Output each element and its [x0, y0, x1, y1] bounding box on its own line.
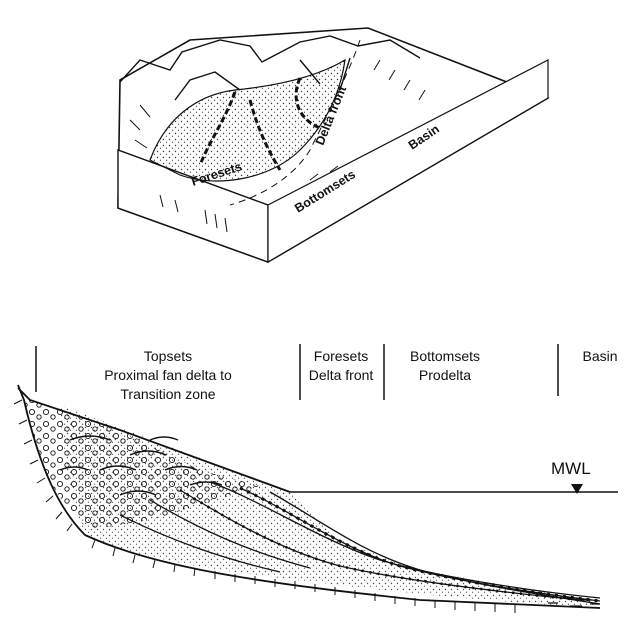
zone-topsets-line2: Proximal fan delta to	[104, 367, 232, 383]
mwl-label: MWL	[551, 459, 591, 478]
zone-foresets-line1: Foresets	[314, 348, 368, 364]
fan-body-stipple	[60, 405, 600, 608]
zone-basin-line1: Basin	[582, 348, 617, 364]
zone-bottomsets-line2: Prodelta	[419, 367, 471, 383]
zone-topsets-line1: Topsets	[144, 348, 192, 364]
block-diagram: Delta front Basin Foresets Bottomsets	[118, 28, 548, 262]
zone-foresets-line2: Delta front	[309, 367, 374, 383]
zone-bottomsets-line1: Bottomsets	[410, 348, 480, 364]
cross-section: Topsets Proximal fan delta to Transition…	[14, 344, 618, 613]
zone-topsets-line3: Transition zone	[120, 386, 215, 402]
